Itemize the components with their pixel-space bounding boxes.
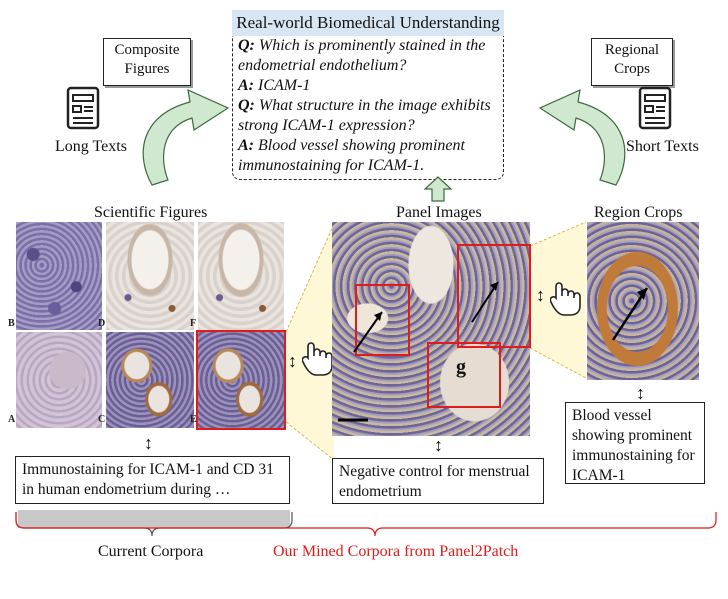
up-down-arrow-icon: ↕	[536, 285, 545, 305]
regional-crops-label: Regional Crops	[591, 38, 673, 86]
figure-panel-d	[106, 222, 194, 330]
hand-pointer-icon	[550, 282, 581, 316]
crop-caption: Blood vessel showing prominent immunosta…	[565, 402, 705, 484]
figure-panel-a	[16, 332, 102, 428]
qa-content: Q: Which is prominently stained in the e…	[238, 36, 500, 176]
panel-letter-b: B	[8, 318, 15, 329]
q2-prefix: Q:	[238, 97, 255, 114]
a2-prefix: A:	[238, 137, 254, 154]
region-crop-image	[587, 222, 699, 380]
panel-images-title: Panel Images	[396, 204, 482, 221]
panel-letter-e: E	[190, 414, 197, 425]
answer-1: ICAM-1	[258, 77, 311, 94]
scientific-figures-title: Scientific Figures	[94, 204, 208, 221]
question-2: What structure in the image exhibits str…	[238, 97, 491, 134]
q1-prefix: Q:	[238, 37, 255, 54]
composite-figures-text: Composite Figures	[114, 42, 180, 77]
long-texts-label: Long Texts	[55, 138, 127, 155]
short-texts-label: Short Texts	[626, 138, 699, 155]
up-down-arrow-icon: ↕	[144, 433, 153, 453]
document-icon	[638, 86, 672, 130]
qa-title: Real-world Biomedical Understanding	[232, 10, 504, 36]
mined-corpora-label: Our Mined Corpora from Panel2Patch	[273, 543, 519, 560]
up-down-arrow-icon: ↕	[636, 383, 645, 403]
up-down-arrow-icon: ↕	[434, 435, 443, 455]
regional-crops-text: Regional Crops	[604, 42, 660, 77]
curved-arrow-left	[142, 88, 230, 186]
hand-pointer-icon	[302, 342, 333, 376]
current-corpora-label: Current Corpora	[98, 543, 204, 560]
selected-panel-highlight	[196, 330, 286, 430]
question-1: Which is prominently stained in the endo…	[238, 37, 486, 74]
up-arrow	[424, 176, 452, 202]
curved-arrow-right	[538, 88, 626, 186]
figure-caption: Immunostaining for ICAM-1 and CD 31 in h…	[15, 456, 290, 504]
zoom-highlight-left	[286, 223, 335, 461]
panel-label-g: g	[456, 356, 466, 378]
figure-panel-c	[106, 332, 194, 428]
figure-panel-f	[198, 222, 284, 330]
a1-prefix: A:	[238, 77, 254, 94]
panel-pointer-arrows	[338, 281, 499, 422]
crop-box-1	[355, 284, 410, 356]
panel-letter-f: F	[190, 318, 197, 329]
crop-box-2	[457, 244, 531, 348]
composite-figures-label: Composite Figures	[103, 38, 191, 86]
up-down-arrow-icon: ↕	[288, 351, 297, 371]
panel-letter-d: D	[98, 318, 106, 329]
figure-panel-b	[16, 222, 102, 330]
qa-box	[232, 10, 504, 180]
panel-letter-c: C	[98, 414, 106, 425]
panel-letter-a: A	[8, 414, 16, 425]
document-icon	[66, 86, 100, 130]
region-crops-title: Region Crops	[594, 204, 683, 221]
panel-image	[332, 222, 530, 436]
corpora-brackets	[15, 510, 717, 537]
panel-caption: Negative control for menstrual endometri…	[332, 458, 544, 504]
figure-panel-e	[198, 332, 284, 428]
crop-pointer-arrow	[611, 287, 649, 341]
crop-box-3	[427, 342, 501, 408]
answer-2: Blood vessel showing prominent immunosta…	[238, 137, 465, 174]
